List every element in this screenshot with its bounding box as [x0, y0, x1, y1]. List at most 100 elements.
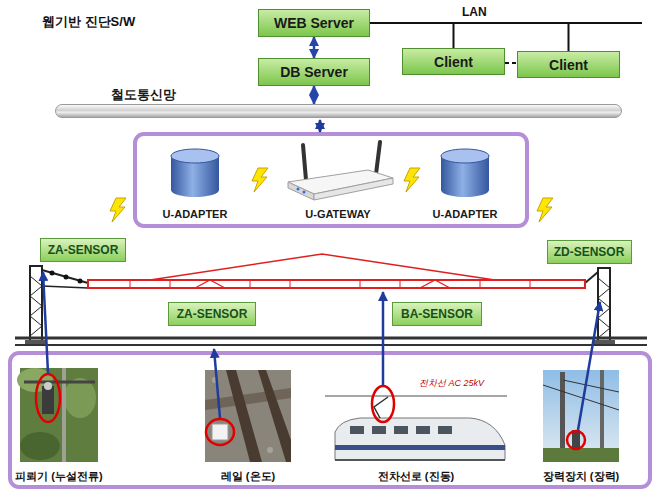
node-label: U-GATEWAY	[276, 208, 400, 220]
arrester-photo-part	[20, 432, 60, 460]
network-label: LAN	[462, 5, 487, 19]
rail-photo-part	[206, 419, 234, 445]
client-box: Client	[402, 48, 505, 75]
photo-frame	[10, 353, 650, 487]
lightning-symbol-part	[110, 198, 126, 222]
lan-line	[560, 23, 642, 24]
catenary-drawing-part	[42, 270, 88, 283]
train-picture-part	[335, 418, 505, 460]
connector-line	[313, 86, 316, 104]
network-arrow	[320, 120, 321, 132]
pointer-arrow	[43, 272, 600, 430]
status-led	[297, 188, 300, 191]
catenary-drawing-part	[15, 344, 647, 346]
rail-photo-part	[258, 370, 291, 462]
node-label: DB Server	[280, 64, 348, 80]
sensor-box: ZA-SENSOR	[168, 302, 256, 326]
train-picture-part	[335, 445, 505, 450]
catenary-drawing-part	[30, 266, 42, 342]
client-box: Client	[517, 51, 620, 78]
node-label: U-ADAPTER	[420, 208, 510, 220]
sensor-name: ZA-SENSOR	[48, 243, 119, 257]
sensor-name: BA-SENSOR	[401, 307, 473, 321]
catenary-drawing-part	[150, 254, 495, 280]
database-cylinder	[420, 146, 510, 202]
sensor-box: ZD-SENSOR	[547, 240, 632, 264]
voltage-label: 전차선 AC 25kV	[418, 377, 485, 390]
tension-photo-part	[543, 448, 619, 462]
server-box: WEB Server	[258, 9, 370, 37]
sensor-box: ZA-SENSOR	[40, 238, 126, 262]
sensor-name: ZA-SENSOR	[177, 307, 248, 321]
system-frame-part	[135, 134, 527, 226]
arrester-photo-part	[64, 378, 96, 418]
node-label: WEB Server	[274, 15, 354, 31]
rail-photo-part	[212, 424, 228, 440]
photo-caption: 피뢰기 (누설전류)	[15, 469, 102, 484]
train-picture	[325, 386, 507, 460]
catenary-drawing-part	[78, 279, 83, 284]
catenary-drawing-part	[88, 280, 585, 288]
train-picture-part	[416, 426, 430, 434]
server-box: DB Server	[258, 58, 370, 86]
train-picture-part	[372, 426, 386, 434]
train-picture-part	[350, 426, 364, 434]
node-label: Client	[434, 54, 473, 70]
node-label: Client	[549, 57, 588, 73]
network-band: 철도통신망	[55, 104, 622, 118]
database-cylinder	[150, 146, 240, 202]
catenary-drawing-part	[64, 275, 69, 280]
arrester-photo-part	[24, 381, 95, 384]
photo-caption: 장력장치 (장력)	[543, 469, 619, 484]
arrester-photo-part	[20, 368, 98, 462]
pointer-arrow-part	[578, 302, 600, 430]
train-picture-part	[374, 397, 388, 418]
photo-caption: 레일 (온도)	[221, 469, 275, 484]
tension-photo-part	[563, 380, 619, 392]
connector-line	[313, 37, 316, 58]
train-picture-part	[335, 459, 505, 461]
adapter-cylinder: U-ADAPTER	[150, 146, 240, 220]
arrester-photo-part	[36, 374, 60, 422]
network-name: 철도통신망	[111, 86, 176, 104]
antenna	[303, 145, 306, 180]
cylinder-top	[441, 149, 489, 163]
cylinder-top	[171, 149, 219, 163]
adapter-cylinder: U-ADAPTER	[420, 146, 510, 220]
catenary-drawing-part	[30, 276, 42, 336]
rail-photo-part	[226, 370, 262, 462]
catenary-drawing-part	[50, 271, 55, 276]
lightning-symbol-part	[404, 168, 420, 192]
lightning-symbol-part	[252, 168, 268, 192]
router-front	[288, 182, 314, 200]
photo-caption: 전차선로 (진동)	[378, 469, 454, 484]
status-led	[303, 191, 306, 194]
tension-photo-part	[567, 431, 585, 449]
dashed-link	[505, 62, 517, 64]
gateway-device: U-GATEWAY	[276, 140, 400, 220]
pointer-arrow-part	[214, 349, 220, 418]
train-picture-part	[394, 426, 408, 434]
antenna	[376, 142, 380, 174]
network-arrow-part	[319, 120, 322, 132]
router-side	[314, 178, 393, 200]
catenary-drawing-part	[130, 280, 530, 288]
pointer-arrow-part	[43, 272, 48, 373]
catenary-drawing-part	[42, 286, 88, 288]
catenary-drawing-part	[195, 280, 450, 288]
rail-photo-part	[267, 447, 273, 453]
connector-line	[370, 23, 454, 48]
node-label: U-ADAPTER	[150, 208, 240, 220]
cylinder-base	[441, 183, 489, 197]
catenary-drawing	[15, 254, 647, 346]
pointer-arrow-part	[382, 292, 385, 385]
cylinder-base	[171, 183, 219, 197]
heading-label: 웹기반 진단S/W	[42, 13, 135, 31]
catenary-drawing-part	[15, 337, 647, 340]
lan-line-part	[560, 22, 642, 24]
router-icon	[276, 140, 400, 202]
system-frame	[135, 134, 527, 226]
sensor-box: BA-SENSOR	[392, 302, 482, 326]
